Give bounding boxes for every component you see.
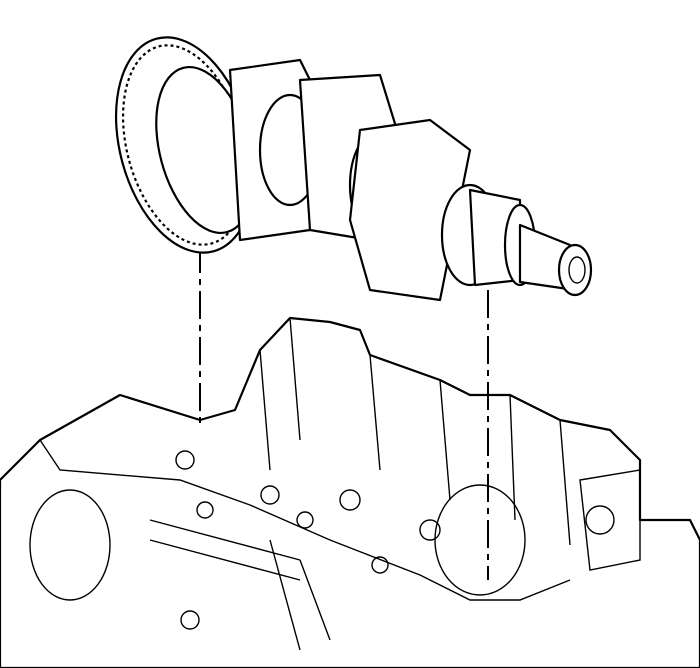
engine-block (0, 316, 700, 668)
crankshaft (114, 36, 593, 302)
crankshaft-nose (557, 243, 593, 297)
